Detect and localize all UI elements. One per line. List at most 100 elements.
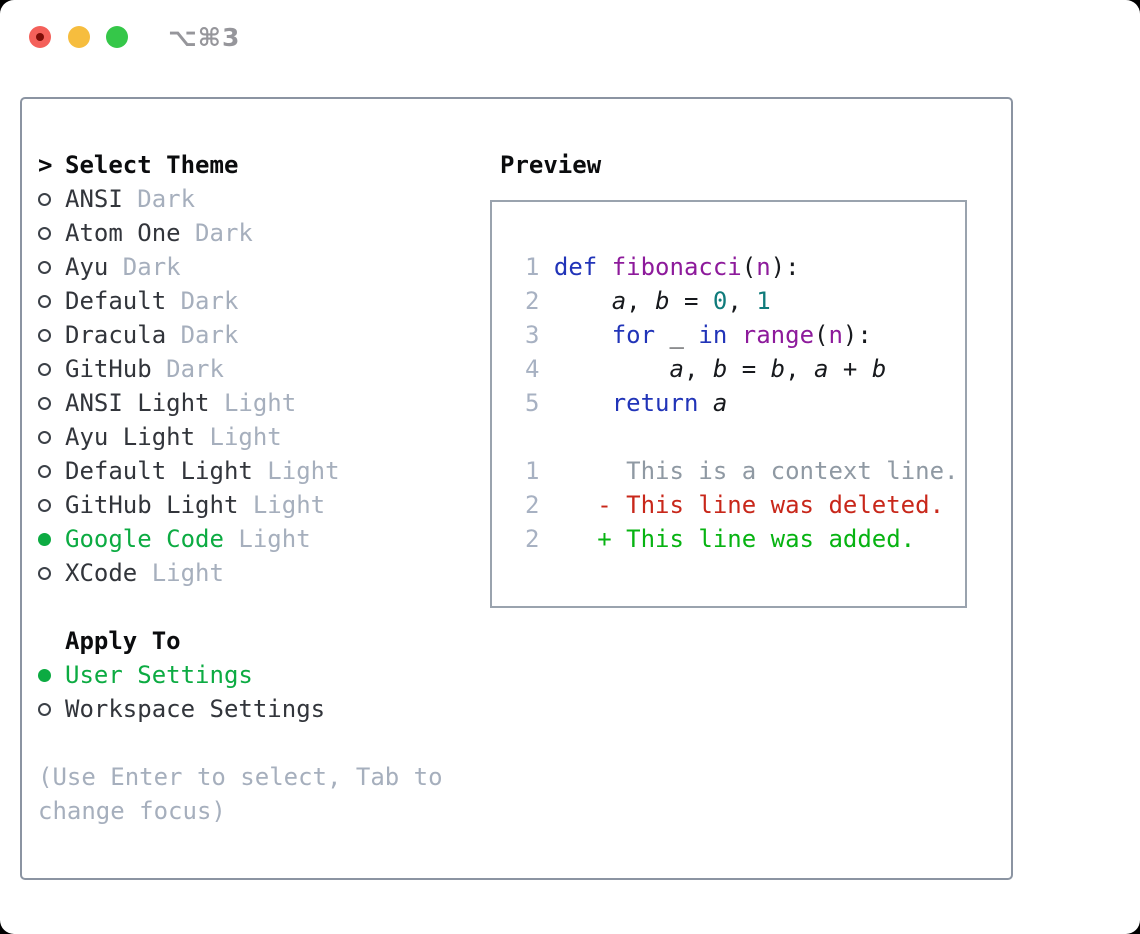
code-segment-fn: n <box>828 321 843 349</box>
code-segment-num: 1 <box>525 253 554 281</box>
code-segment-pln: ): <box>770 253 800 281</box>
code-segment-pln <box>554 321 612 349</box>
blank-line <box>525 420 965 454</box>
titlebar: ⌥⌘3 <box>0 0 1140 72</box>
radio-icon <box>38 566 51 580</box>
code-segment-fn: range <box>741 321 815 349</box>
apply-option-workspace-settings[interactable]: Workspace Settings <box>38 692 443 726</box>
code-segment-lit: 0 <box>712 287 728 315</box>
code-segment-fn: n <box>756 253 771 281</box>
radio-selected-icon <box>38 668 51 682</box>
theme-variant-label: Light <box>195 423 282 451</box>
code-segment-pln: ): <box>842 321 872 349</box>
theme-option-ayu-light[interactable]: Ayu Light Light <box>38 420 443 454</box>
theme-variant-label: Light <box>238 491 326 519</box>
radio-icon <box>38 260 51 274</box>
theme-variant-label: Dark <box>180 219 253 247</box>
theme-option-label: GitHub <box>65 355 152 383</box>
theme-option-ansi-light[interactable]: ANSI Light Light <box>38 386 443 420</box>
code-segment-kw: for <box>611 321 670 349</box>
theme-variant-label: Dark <box>166 287 239 315</box>
theme-option-ansi[interactable]: ANSI Dark <box>38 182 443 216</box>
code-segment-num: 3 <box>525 321 554 349</box>
code-segment-pln <box>539 491 597 519</box>
code-segment-kw: in <box>698 321 742 349</box>
code-segment-pln: , <box>727 287 757 315</box>
apply-option-user-settings[interactable]: User Settings <box>38 658 443 692</box>
radio-icon <box>38 328 51 342</box>
theme-option-label: Default <box>65 287 167 315</box>
theme-option-label: ANSI <box>65 185 123 213</box>
code-segment-pln: = <box>727 355 771 383</box>
code-segment-ctx: This is a context line. <box>626 457 959 485</box>
theme-variant-label: Dark <box>108 253 181 281</box>
radio-icon <box>38 464 51 478</box>
theme-option-label: Ayu <box>65 253 109 281</box>
code-segment-del: - This line was deleted. <box>597 491 945 519</box>
theme-option-github[interactable]: GitHub Dark <box>38 352 443 386</box>
theme-option-default-light[interactable]: Default Light Light <box>38 454 443 488</box>
code-segment-num: 1 <box>525 457 540 485</box>
spacer <box>38 726 443 760</box>
code-segment-var: b <box>770 355 786 383</box>
code-segment-pln <box>554 389 612 417</box>
code-segment-fn: fibonacci <box>611 253 742 281</box>
theme-option-google-code[interactable]: Google Code Light <box>38 522 443 556</box>
code-line: 1 This is a context line. <box>525 454 965 488</box>
theme-variant-label: Dark <box>166 321 239 349</box>
code-line: 4 a, b = b, a + b <box>525 352 965 386</box>
theme-option-label: Default Light <box>65 457 253 485</box>
help-text-line-1: (Use Enter to select, Tab to <box>38 763 443 791</box>
theme-option-label: Dracula <box>65 321 167 349</box>
code-segment-pln <box>539 525 597 553</box>
spacer <box>38 590 443 624</box>
theme-option-dracula[interactable]: Dracula Dark <box>38 318 443 352</box>
select-theme-title: Select Theme <box>65 151 239 179</box>
code-segment-add: + This line was added. <box>597 525 916 553</box>
apply-option-label: Workspace Settings <box>65 695 326 723</box>
close-button[interactable] <box>29 26 51 48</box>
radio-icon <box>38 226 51 240</box>
code-segment-pln <box>554 355 670 383</box>
code-segment-pln: , <box>683 355 713 383</box>
theme-variant-label: Light <box>223 525 311 553</box>
code-segment-kw: return <box>611 389 713 417</box>
code-line: 2 - This line was deleted. <box>525 488 965 522</box>
code-segment-pln: ( <box>814 321 829 349</box>
theme-option-atom-one[interactable]: Atom One Dark <box>38 216 443 250</box>
code-line: 2 a, b = 0, 1 <box>525 284 965 318</box>
theme-option-default[interactable]: Default Dark <box>38 284 443 318</box>
code-segment-var: b <box>712 355 728 383</box>
code-line: 5 return a <box>525 386 965 420</box>
code-segment-num: 2 <box>525 491 540 519</box>
theme-option-label: ANSI Light <box>65 389 210 417</box>
theme-variant-label: Light <box>209 389 297 417</box>
theme-option-label: XCode <box>65 559 138 587</box>
theme-option-xcode[interactable]: XCode Light <box>38 556 443 590</box>
code-segment-var: a <box>712 389 728 417</box>
code-segment-kw: def <box>553 253 612 281</box>
help-text-line-2: change focus) <box>38 797 226 825</box>
code-segment-pln: ( <box>741 253 757 281</box>
radio-selected-icon <box>38 532 51 546</box>
code-segment-pln: + <box>828 355 872 383</box>
radio-icon <box>38 192 51 206</box>
theme-option-ayu[interactable]: Ayu Dark <box>38 250 443 284</box>
code-segment-var: b <box>655 287 670 315</box>
theme-option-github-light[interactable]: GitHub Light Light <box>38 488 443 522</box>
code-segment-pln <box>539 457 626 485</box>
code-line: 1 def fibonacci(n): <box>525 250 965 284</box>
theme-variant-label: Dark <box>151 355 224 383</box>
radio-icon <box>38 294 51 308</box>
code-segment-num: 4 <box>525 355 554 383</box>
minimize-button[interactable] <box>68 26 90 48</box>
code-segment-lit: 1 <box>756 287 771 315</box>
zoom-button[interactable] <box>106 26 128 48</box>
theme-variant-label: Light <box>252 457 340 485</box>
code-line: 3 for _ in range(n): <box>525 318 965 352</box>
